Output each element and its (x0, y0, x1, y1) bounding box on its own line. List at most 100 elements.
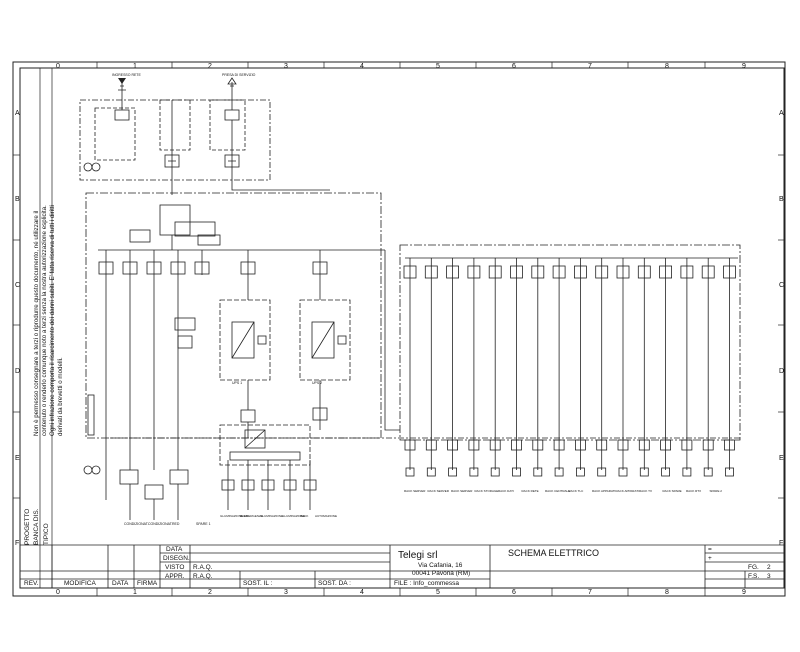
bottom-left-label: CONDIZIONAT. (148, 522, 173, 526)
rack-terminal (469, 467, 479, 477)
fg-label: FG. (748, 564, 759, 571)
file-label: FILE : Info_commessa (394, 580, 460, 587)
rack-breaker (680, 265, 694, 279)
column-label-bottom: 1 (133, 589, 137, 596)
rack-breaker (403, 265, 417, 279)
rack-breaker (552, 265, 566, 279)
visto-label: VISTO (165, 564, 185, 571)
rack-breaker (637, 265, 651, 279)
row-label-right: D (779, 368, 785, 375)
bottom-right-label: RACK SPARE (662, 489, 682, 493)
column-label-bottom: 7 (588, 589, 592, 596)
column-label-top: 5 (436, 63, 440, 70)
fs-label: F.S. (748, 573, 760, 580)
title-block-lines (20, 544, 784, 588)
rack-terminal (554, 467, 564, 477)
modifica-label: MODIFICA (64, 580, 96, 587)
column-ticks (96, 62, 706, 596)
rack-breaker (488, 265, 502, 279)
progetto-label: PROGETTO (24, 508, 31, 545)
rack-terminal (426, 467, 436, 477)
visto-value: R.A.Q. (193, 564, 213, 571)
firma-label: FIRMA (137, 580, 158, 587)
rack-terminal (533, 467, 543, 477)
rack-breaker (531, 265, 545, 279)
ups-2-label: UPS 2 (312, 381, 323, 385)
bottom-right-label: RACK TX (639, 489, 652, 493)
row-label-left: E (15, 455, 20, 462)
rack-breaker (595, 265, 609, 279)
banca-dis-label: BANCA DIS. (33, 508, 40, 545)
column-label-bottom: 9 (742, 589, 746, 596)
bottom-center-label: ILLUMINAZIONE EMERGENZA (220, 514, 263, 518)
service-socket-label: PRESA DI SERVIZIO (222, 73, 256, 77)
column-label-bottom: 0 (56, 589, 60, 596)
ups-branches (219, 250, 351, 438)
bottom-right-label: RACK SERVER (451, 489, 473, 493)
rack-breaker (424, 265, 438, 279)
rack-socket (553, 439, 565, 451)
rack-breaker (701, 265, 715, 279)
column-label-top: 3 (284, 63, 288, 70)
rack-terminal (448, 467, 458, 477)
rack-terminal (703, 467, 713, 477)
address-line-1: Via Cafania, 16 (418, 562, 463, 569)
rack-socket (724, 439, 735, 451)
bottom-right-label: SPARE 2 (709, 489, 722, 493)
column-label-bottom: 3 (284, 589, 288, 596)
appr-label: APPR. (165, 573, 185, 580)
row-label-left: F (15, 540, 20, 547)
column-label-bottom: 2 (208, 589, 212, 596)
rack-socket (468, 439, 480, 451)
row-label-right: C (779, 282, 785, 289)
rack-terminal (725, 467, 734, 477)
bottom-left-label: RED (172, 522, 180, 526)
rack-breaker (510, 265, 523, 279)
row-label-left: A (15, 110, 20, 117)
rack-feeders (403, 258, 736, 477)
rack-breaker (467, 265, 481, 279)
rack-terminal (682, 467, 692, 477)
row-label-left: C (15, 282, 21, 289)
company-name: Telegi srl (398, 550, 438, 561)
row-ticks (13, 154, 785, 499)
bottom-right-label: RACK CENTRALE (545, 489, 571, 493)
column-label-top: 6 (512, 63, 516, 70)
left-feeders (87, 250, 210, 520)
bottom-right-label: RACK DATI (498, 489, 514, 493)
rack-socket (702, 439, 714, 451)
row-label-right: B (779, 196, 784, 203)
mains-input-label: INGRESSO RETE (112, 73, 141, 77)
rack-socket (489, 439, 501, 451)
bottom-right-label: RACK STORAGE (474, 489, 499, 493)
rev-label: REV. (24, 580, 39, 587)
column-label-top: 2 (208, 63, 212, 70)
fs-value: 3 (767, 573, 771, 580)
column-label-top: 1 (133, 63, 137, 70)
bottom-center-label: AUTOMAZIONE (315, 514, 337, 518)
mains-arrow-icon (118, 78, 126, 84)
rack-socket (575, 439, 586, 451)
column-label-bottom: 8 (665, 589, 669, 596)
rack-socket (532, 439, 544, 451)
drawing-title: SCHEMA ELETTRICO (508, 548, 600, 558)
row-label-left: B (15, 196, 20, 203)
ups-1-label: UPS 1 (232, 381, 243, 385)
bottom-right-label: RACK APPARATI (592, 489, 616, 493)
equal-symbol: = (708, 546, 712, 553)
rack-breaker (446, 265, 460, 279)
rack-socket (425, 439, 437, 451)
rack-terminal (512, 467, 521, 477)
rack-socket (404, 439, 416, 451)
data-label: DATA (166, 546, 183, 553)
rack-socket (681, 439, 693, 451)
disegn-label: DISEGN. (163, 555, 190, 562)
sost-da-label: SOST. DA : (318, 580, 351, 587)
rack-terminal (618, 467, 628, 477)
rack-breaker (659, 265, 672, 279)
rack-breaker (616, 265, 630, 279)
row-label-right: F (779, 540, 784, 547)
outer-frame (12, 61, 786, 597)
service-arrow-icon (227, 77, 237, 85)
